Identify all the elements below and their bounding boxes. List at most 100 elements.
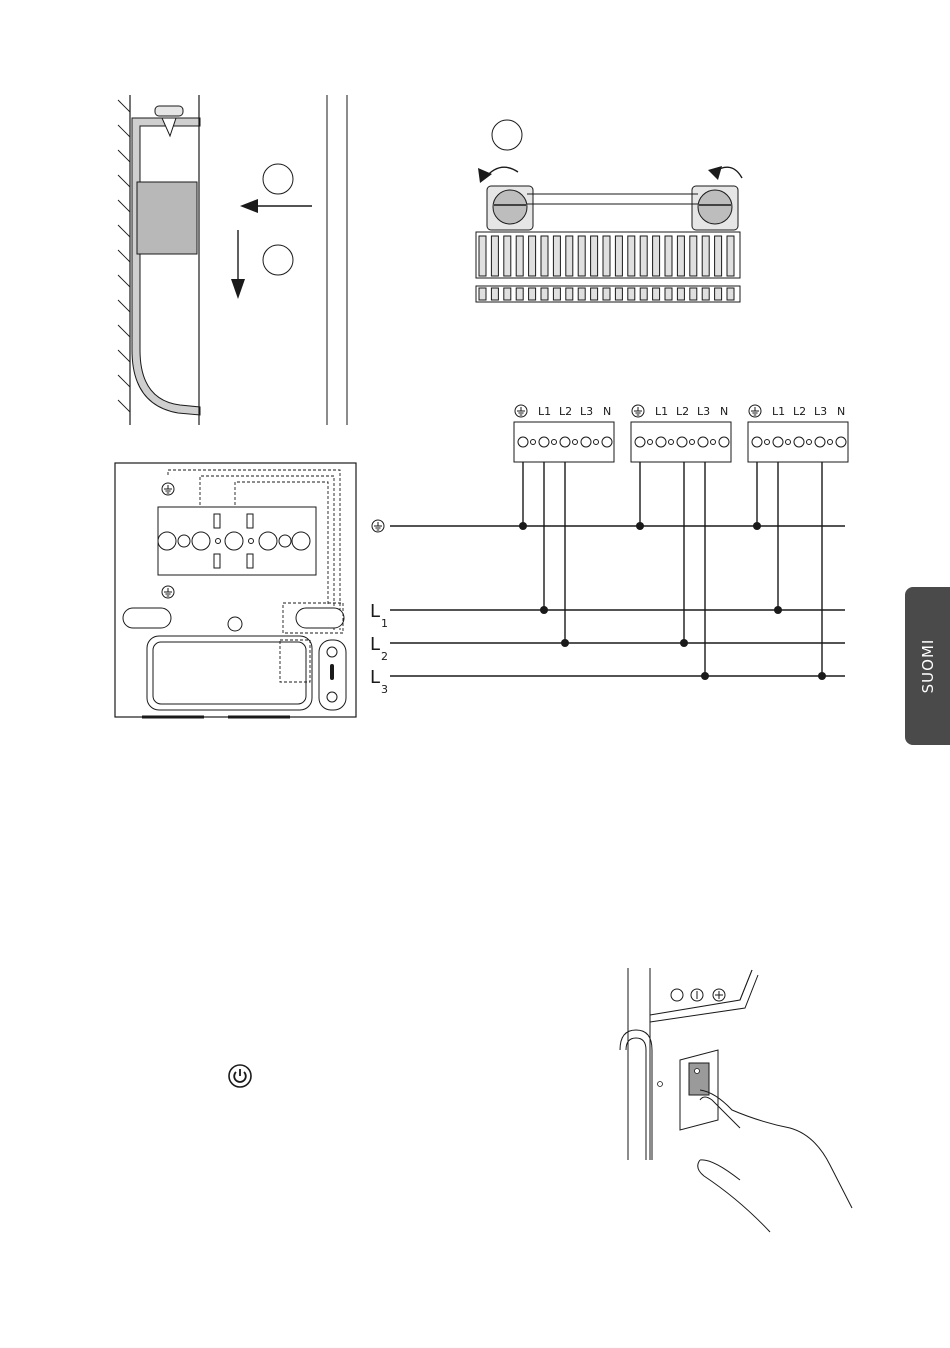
l1-sub: 1 — [381, 617, 388, 630]
cooling-fin — [529, 288, 536, 300]
arrow-down-icon — [231, 279, 245, 299]
cooling-fin — [677, 288, 684, 300]
junction-box-figure — [115, 463, 356, 717]
l1-letter: L — [370, 601, 380, 622]
earth-ground-icon — [632, 405, 644, 417]
cooling-fin — [479, 288, 486, 300]
rotate-arrow-icon — [708, 166, 722, 180]
terminal-screw — [711, 440, 716, 445]
cooling-fin — [690, 288, 697, 300]
cooling-fin — [578, 288, 585, 300]
cooling-fin — [504, 288, 511, 300]
cooling-fin — [615, 288, 622, 300]
off-icon — [671, 989, 683, 1001]
cooling-fin — [541, 236, 548, 276]
terminal-hole — [581, 437, 591, 447]
earth-ground-icon — [372, 520, 384, 532]
terminal-hole — [560, 437, 570, 447]
terminal-hole — [794, 437, 804, 447]
screw-icon — [493, 190, 527, 224]
cooling-fin — [677, 236, 684, 276]
cooling-fin — [653, 288, 660, 300]
cooling-fin — [566, 236, 573, 276]
terminal-screw — [531, 440, 536, 445]
cooling-fin — [715, 236, 722, 276]
terminal-screw — [552, 440, 557, 445]
cooling-fin — [727, 288, 734, 300]
terminal-screw — [690, 440, 695, 445]
cooling-fin — [665, 288, 672, 300]
terminal-block-1: L1 L2 L3 N — [514, 405, 614, 462]
terminal-label: L3 — [697, 405, 710, 418]
terminal-screw — [807, 440, 812, 445]
terminal-hole — [752, 437, 762, 447]
terminal-label: L2 — [559, 405, 572, 418]
terminal-hole — [836, 437, 846, 447]
cooling-fin — [603, 288, 610, 300]
wall-hatching — [118, 100, 130, 412]
l2-letter: L — [370, 634, 380, 655]
cooling-fin — [653, 236, 660, 276]
terminal-label: N — [720, 405, 728, 418]
side-tab-label: SUOMI — [919, 639, 937, 694]
cooling-fin — [715, 288, 722, 300]
cooling-fin — [553, 236, 560, 276]
terminal-screw — [669, 440, 674, 445]
terminal-label: N — [603, 405, 611, 418]
cooling-fin — [628, 288, 635, 300]
l3-sub: 3 — [381, 683, 388, 696]
power-button-icon — [229, 1065, 251, 1087]
cooling-fin — [702, 288, 709, 300]
cooling-fin — [640, 288, 647, 300]
terminal-screw — [828, 440, 833, 445]
terminal-label: L1 — [655, 405, 668, 418]
screw-head — [155, 106, 183, 116]
arrow-left-icon — [240, 199, 258, 213]
terminal-screw — [648, 440, 653, 445]
terminal-hole — [518, 437, 528, 447]
hand-outline — [700, 1090, 852, 1208]
cooling-fin — [702, 236, 709, 276]
terminal-hole — [539, 437, 549, 447]
cooling-fin — [529, 236, 536, 276]
cooling-fin — [591, 236, 598, 276]
cooling-fin — [578, 236, 585, 276]
cooling-fin — [491, 236, 498, 276]
terminal-label: L1 — [772, 405, 785, 418]
screw-icon — [698, 190, 732, 224]
terminal-label: L2 — [676, 405, 689, 418]
cooling-fin — [727, 236, 734, 276]
cooling-fin — [603, 236, 610, 276]
terminal-label: L2 — [793, 405, 806, 418]
terminal-block-2: L1 L2 L3 N — [631, 405, 731, 462]
terminal-label: L3 — [814, 405, 827, 418]
step-2-circle — [263, 245, 293, 275]
terminal-hole — [815, 437, 825, 447]
cooling-fin — [491, 288, 498, 300]
cooling-fin — [516, 236, 523, 276]
cooling-fin — [504, 236, 511, 276]
language-side-tab[interactable]: SUOMI — [905, 587, 950, 745]
terminal-hole — [677, 437, 687, 447]
terminal-hole — [773, 437, 783, 447]
terminal-screw — [765, 440, 770, 445]
step-1-circle — [263, 164, 293, 194]
terminal-label: L1 — [538, 405, 551, 418]
cooling-fin — [553, 288, 560, 300]
power-switch-figure — [620, 968, 852, 1232]
l3-letter: L — [370, 667, 380, 688]
earth-ground-icon — [515, 405, 527, 417]
cooling-fin — [640, 236, 647, 276]
rotate-arrow-icon — [478, 168, 492, 183]
cooling-fin — [665, 236, 672, 276]
terminal-screw — [573, 440, 578, 445]
cooling-fin — [479, 236, 486, 276]
rocker-switch — [689, 1063, 709, 1095]
step-circle — [492, 120, 522, 150]
terminal-block-3: L1 L2 L3 N — [748, 405, 848, 462]
terminal-hole — [719, 437, 729, 447]
cooling-fin — [628, 236, 635, 276]
earth-ground-icon — [749, 405, 761, 417]
cooling-fin — [690, 236, 697, 276]
